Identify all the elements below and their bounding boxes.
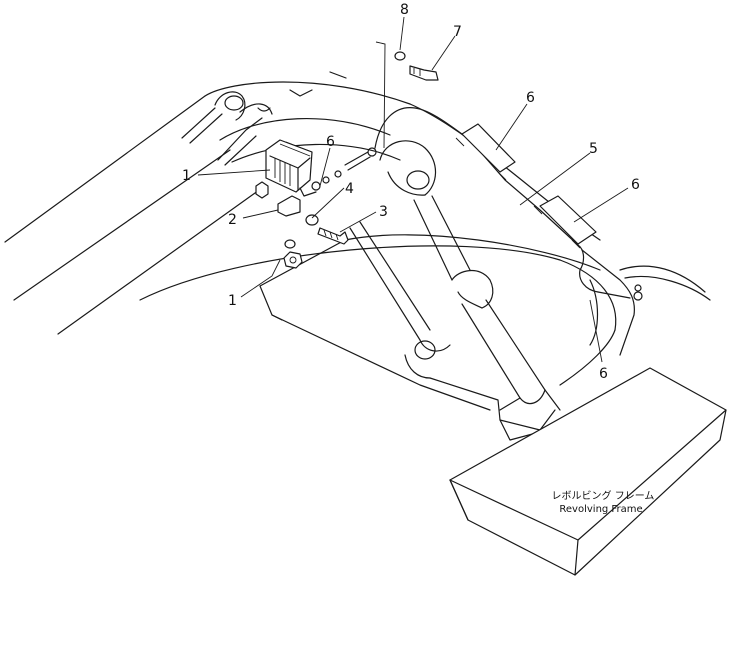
frame-label-en: Revolving Frame <box>559 504 642 515</box>
callout-4: 4 <box>345 181 354 197</box>
frame-label: レボルビング フレーム Revolving Frame <box>552 489 655 515</box>
callout-6-lower: 6 <box>599 366 608 382</box>
callout-1-bottom: 1 <box>228 293 237 309</box>
clamp-plates <box>461 123 597 245</box>
callout-numbers: 1 1 2 3 4 5 6 6 6 6 7 8 <box>182 2 640 382</box>
boom-arm <box>4 71 601 335</box>
frame-label-jp: レボルビング フレーム <box>552 489 655 502</box>
callout-8: 8 <box>400 2 409 18</box>
hydraulic-cylinder <box>379 140 561 411</box>
callout-6-horn: 6 <box>326 134 335 150</box>
revolving-frame-box <box>449 367 727 576</box>
callout-3: 3 <box>379 204 388 220</box>
callout-5: 5 <box>589 141 598 157</box>
callout-7: 7 <box>453 24 462 40</box>
callout-1-top: 1 <box>182 168 191 184</box>
callout-6-upper: 6 <box>526 90 535 106</box>
wire-harness <box>374 107 711 356</box>
callout-2: 2 <box>228 212 237 228</box>
frame-base <box>139 221 617 441</box>
callout-6-right: 6 <box>631 177 640 193</box>
leader-lines <box>197 16 629 363</box>
small-parts <box>255 51 439 269</box>
horn-unit <box>265 139 377 197</box>
